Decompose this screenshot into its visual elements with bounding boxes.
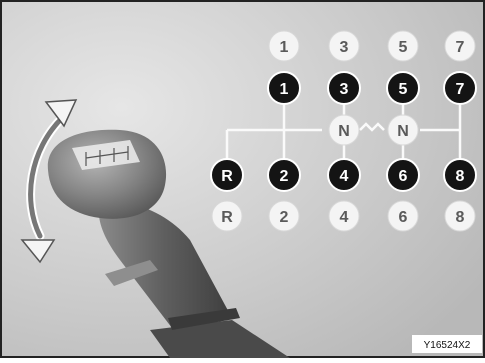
gear-circle-upper-dark-7: 7 (444, 72, 476, 104)
gear-circle-neutral-N: N (388, 115, 418, 145)
gear-label: 1 (280, 81, 289, 98)
gear-label: 5 (399, 39, 408, 56)
gear-circle-lower-dark-8: 8 (444, 159, 476, 191)
gear-circle-lower-dark-2: 2 (268, 159, 300, 191)
gear-label: 7 (456, 39, 465, 56)
gear-circle-lower-dark-6: 6 (387, 159, 419, 191)
gear-label: 5 (399, 81, 408, 98)
gear-label: R (221, 209, 233, 226)
gear-circle-bottom-pale-8: 8 (445, 201, 475, 231)
gear-circle-neutral-N: N (329, 115, 359, 145)
gear-circle-bottom-pale-2: 2 (269, 201, 299, 231)
gear-label: 2 (280, 168, 289, 185)
gear-label: 3 (340, 81, 349, 98)
gear-label: 8 (456, 168, 465, 185)
gear-circle-top-pale-7: 7 (445, 31, 475, 61)
gear-label: 3 (340, 39, 349, 56)
gear-circle-top-pale-5: 5 (388, 31, 418, 61)
gear-label: 1 (280, 39, 289, 56)
gear-label: N (338, 123, 350, 140)
gear-label: 8 (456, 209, 465, 226)
gear-label: 4 (340, 209, 349, 226)
gear-label: N (397, 123, 409, 140)
gear-circle-upper-dark-3: 3 (328, 72, 360, 104)
gear-label: 7 (456, 81, 465, 98)
gear-circle-top-pale-1: 1 (269, 31, 299, 61)
gear-circle-top-pale-3: 3 (329, 31, 359, 61)
gear-circle-bottom-pale-R: R (212, 201, 242, 231)
gear-circle-upper-dark-5: 5 (387, 72, 419, 104)
gear-label: 2 (280, 209, 289, 226)
gear-circle-lower-dark-4: 4 (328, 159, 360, 191)
gear-label: 6 (399, 168, 408, 185)
gear-label: R (221, 168, 233, 185)
gear-circle-bottom-pale-4: 4 (329, 201, 359, 231)
gear-circle-upper-dark-1: 1 (268, 72, 300, 104)
gear-label: 4 (340, 168, 349, 185)
figure-code: Y16524X2 (424, 340, 471, 351)
gear-circle-bottom-pale-6: 6 (388, 201, 418, 231)
gear-label: 6 (399, 209, 408, 226)
gear-circle-lower-dark-R: R (211, 159, 243, 191)
